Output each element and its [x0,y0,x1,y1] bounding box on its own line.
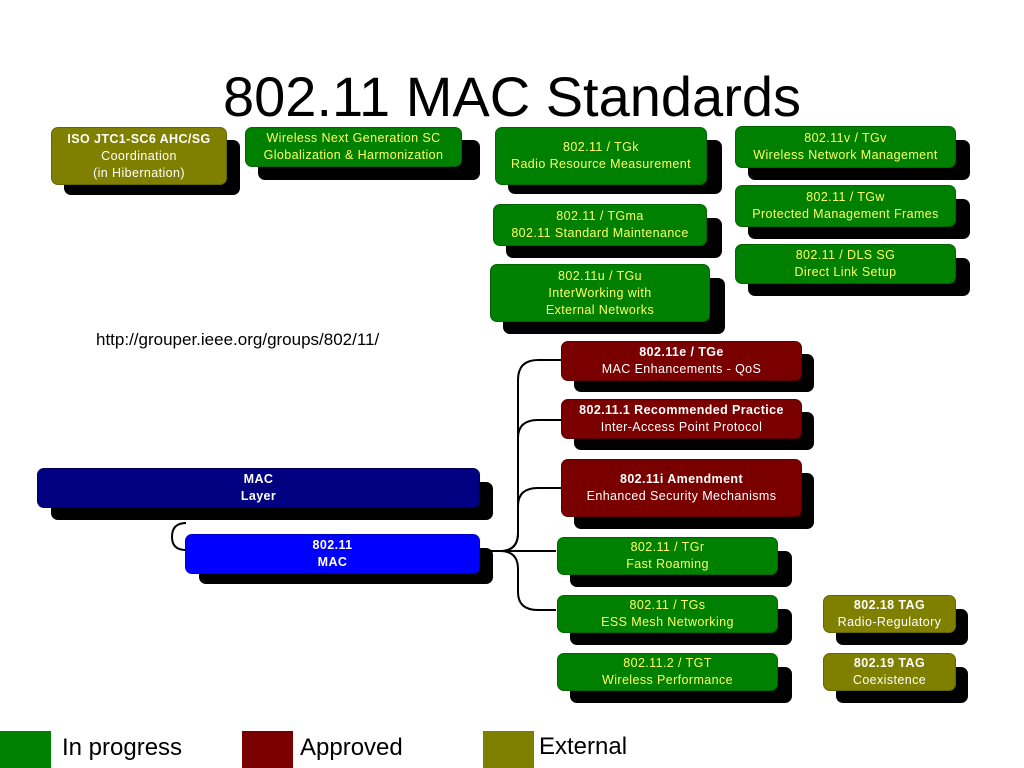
box-line: 802.11e / TGe [639,345,724,359]
box-line: Radio-Regulatory [837,615,942,629]
box-line: 802.11 / TGw [806,190,885,204]
iso-jtc1-box: ISO JTC1-SC6 AHC/SG Coordination (in Hib… [51,127,227,185]
box-line: MAC Enhancements - QoS [601,362,762,376]
box-line: Coordination [101,148,177,163]
box-line: Enhanced Security Mechanisms [586,489,777,503]
tgk-box: 802.11 / TGk Radio Resource Measurement [495,127,707,185]
box-line: Radio Resource Measurement [511,157,691,171]
box-line: External Networks [545,302,655,317]
box-line: ESS Mesh Networking [601,615,734,629]
tgw-box: 802.11 / TGw Protected Management Frames [735,185,956,227]
tgi-box: 802.11i Amendment Enhanced Security Mech… [561,459,802,517]
box-line: Inter-Access Point Protocol [600,420,763,434]
tgt-box: 802.11.2 / TGT Wireless Performance [557,653,778,691]
box-line: Coexistence [852,673,927,687]
tgs-box: 802.11 / TGs ESS Mesh Networking [557,595,778,633]
legend-label-approved: Approved [300,734,403,761]
box-line: MAC [317,555,348,569]
box-line: 802.18 TAG [853,598,926,612]
box-line: 802.11 / DLS SG [795,248,896,262]
box-line: MAC [243,472,274,486]
box-line: Wireless Performance [602,673,733,687]
legend-label-external: External [539,733,628,760]
box-line: 802.11 / TGs [629,598,706,612]
tge-box: 802.11e / TGe MAC Enhancements - QoS [561,341,802,381]
tgv-box: 802.11v / TGv Wireless Network Managemen… [735,126,956,168]
box-line: Layer [240,489,277,503]
recommended-practice-box: 802.11.1 Recommended Practice Inter-Acce… [561,399,802,439]
box-line: Fast Roaming [626,557,709,571]
tgr-box: 802.11 / TGr Fast Roaming [557,537,778,575]
box-line: 802.11.1 Recommended Practice [579,403,784,417]
box-line: 802.11u / TGu [558,268,642,283]
legend-swatch-external [483,731,534,768]
box-line: 802.11 / TGk [563,140,639,154]
legend-swatch-approved [242,731,293,768]
box-line: Wireless Next Generation SC [266,131,441,145]
tag-802-18-box: 802.18 TAG Radio-Regulatory [823,595,956,633]
box-line: 802.11v / TGv [804,131,887,145]
box-line: 802.11 / TGma [556,209,644,223]
dls-sg-box: 802.11 / DLS SG Direct Link Setup [735,244,956,284]
box-line: (in Hibernation) [93,165,185,180]
mac-layer-box: MAC Layer [37,468,480,508]
box-line: Direct Link Setup [794,265,897,279]
box-line: 802.19 TAG [853,656,926,670]
box-line: Wireless Network Management [753,148,938,162]
tgma-box: 802.11 / TGma 802.11 Standard Maintenanc… [493,204,707,246]
page-title: 802.11 MAC Standards [223,65,801,128]
tgu-box: 802.11u / TGu InterWorking with External… [490,264,710,322]
box-line: Globalization & Harmonization [263,148,444,162]
tag-802-19-box: 802.19 TAG Coexistence [823,653,956,691]
box-line: 802.11.2 / TGT [623,656,712,670]
ieee-url-text: http://grouper.ieee.org/groups/802/11/ [96,330,380,349]
box-line: 802.11 / TGr [630,540,705,554]
box-line: 802.11 Standard Maintenance [511,226,689,240]
box-line: 802.11i Amendment [619,472,744,486]
box-line: ISO JTC1-SC6 AHC/SG [67,131,211,146]
legend-label-in-progress: In progress [62,734,183,761]
mac-802-11-box: 802.11 MAC [185,534,480,574]
box-line: InterWorking with [548,285,652,300]
legend-swatch-in-progress [0,731,51,768]
wng-sc-box: Wireless Next Generation SC Globalizatio… [245,127,462,167]
box-line: Protected Management Frames [752,207,939,221]
box-line: 802.11 [312,538,353,552]
